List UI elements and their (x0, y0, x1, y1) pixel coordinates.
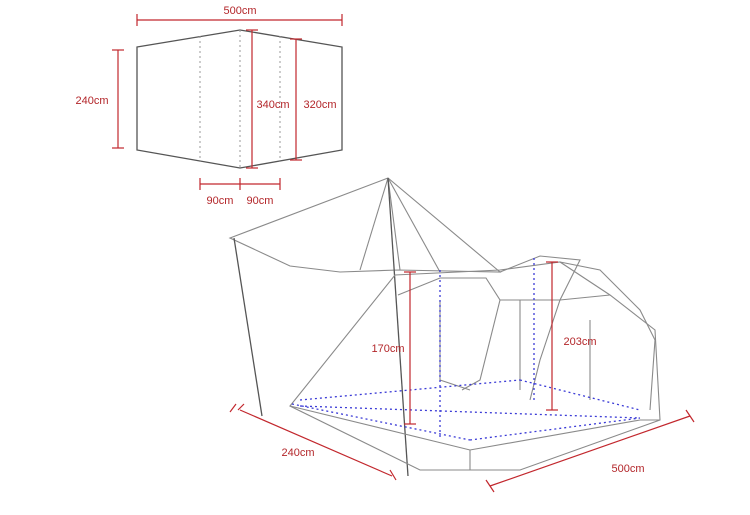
floor-guide-rear (469, 417, 641, 441)
inner-height-b-label: 320cm (303, 99, 336, 111)
floor-plan: 500cm 240cm 340cm 320cm (75, 5, 343, 207)
inner-height-dimension: 203cm (546, 261, 597, 411)
inner-height-b-dimension: 320cm (290, 38, 337, 161)
beam-middle (499, 255, 581, 401)
width-dimension: 240cm (75, 49, 124, 149)
segment-b-label: 90cm (247, 195, 274, 207)
beam-rear (559, 261, 656, 411)
front-width-dimension: 240cm (229, 403, 397, 481)
tent-illustration: 170cm 203cm 240cm 500cm (228, 177, 695, 493)
awning-height-dimension: 170cm (371, 271, 416, 425)
inner-height-label: 203cm (563, 336, 596, 348)
beam-front (397, 277, 501, 391)
length-dimension: 500cm (136, 5, 343, 26)
side-length-dimension: 500cm (485, 409, 695, 493)
awning-height-label: 170cm (371, 343, 404, 355)
inner-height-a-label: 340cm (256, 99, 289, 111)
segment-dimensions: 90cm 90cm (199, 178, 281, 207)
width-label: 240cm (75, 95, 108, 107)
length-label: 500cm (223, 5, 256, 17)
awning-ridge (387, 177, 401, 271)
inner-height-a-dimension: 340cm (246, 29, 290, 169)
awning-canopy (228, 177, 502, 273)
side-length-label: 500cm (611, 463, 644, 475)
tent-floor (289, 405, 660, 451)
awning-pole-center (387, 177, 409, 477)
awning-pole-left (233, 237, 263, 417)
floor-guide-front (291, 403, 471, 441)
segment-a-label: 90cm (207, 195, 234, 207)
front-width-label: 240cm (281, 447, 314, 459)
floor-guide-diagonal (299, 405, 641, 419)
